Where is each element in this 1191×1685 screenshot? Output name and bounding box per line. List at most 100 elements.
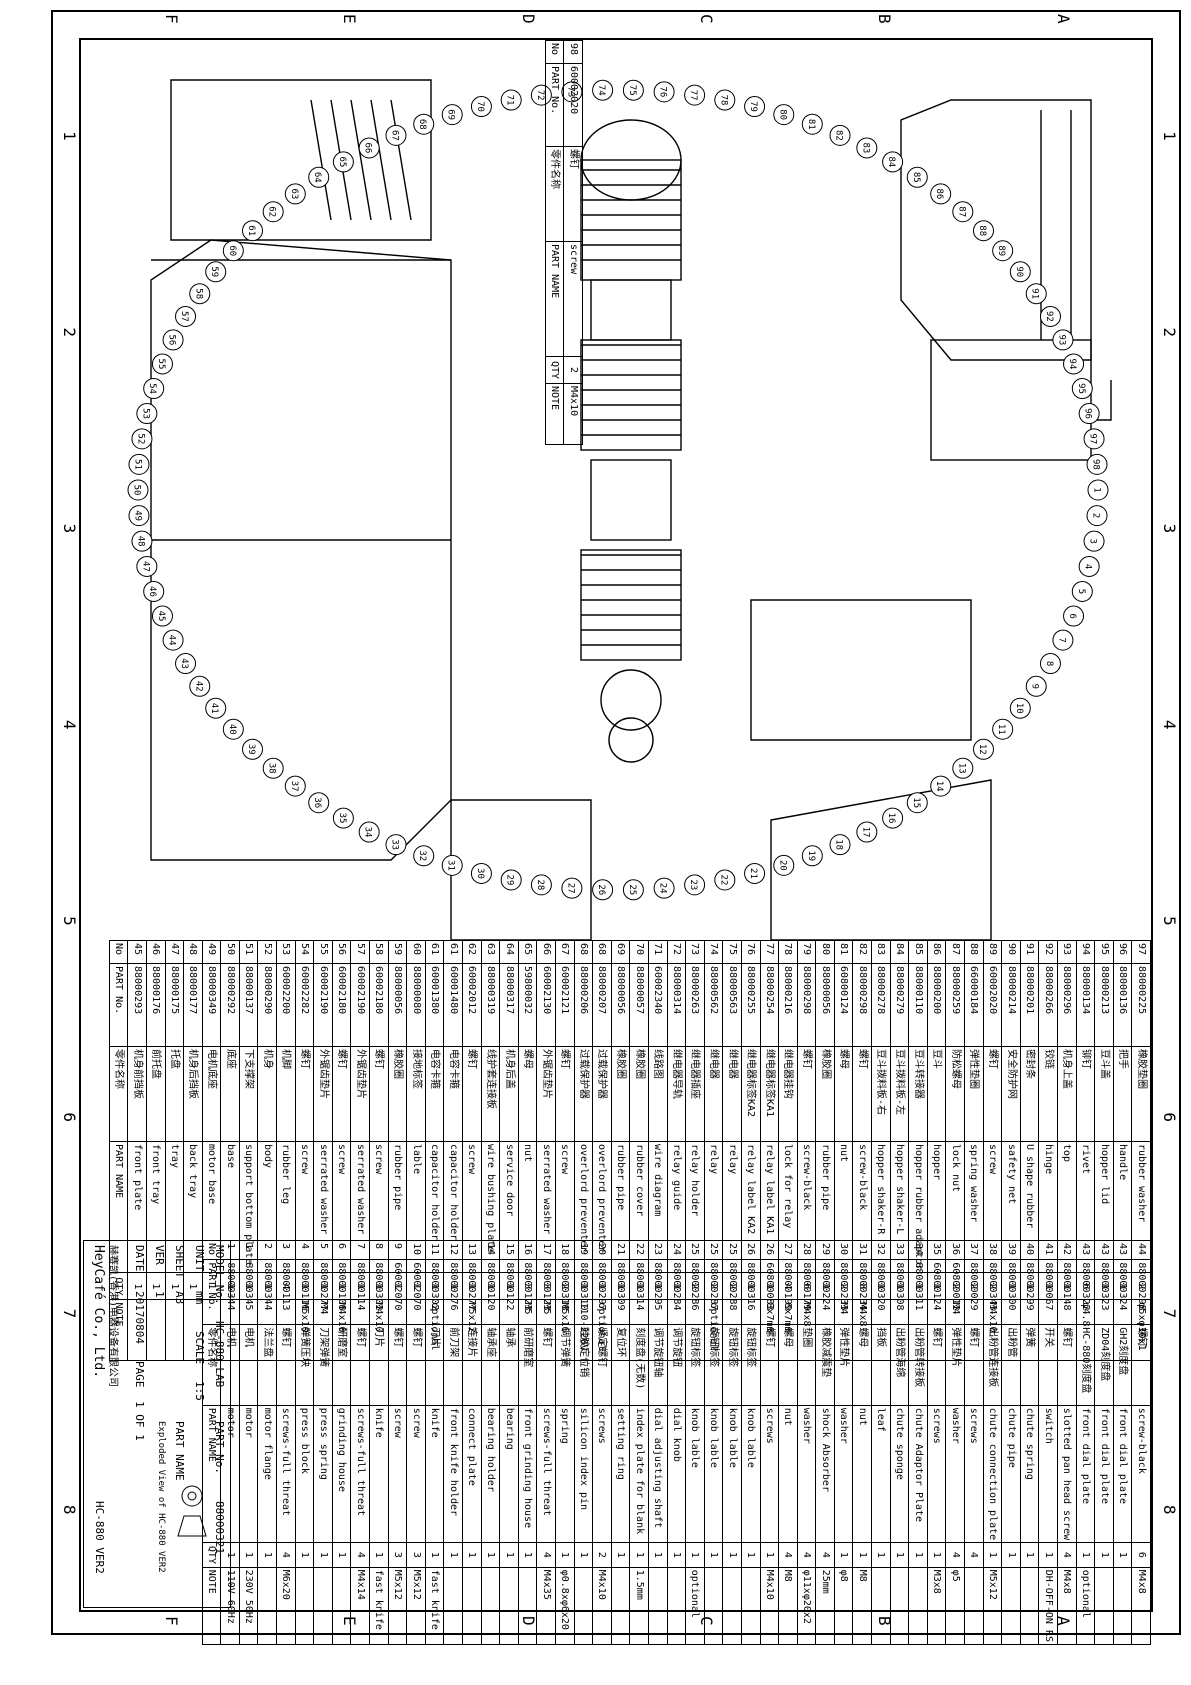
table-cell: 35: [927, 1240, 946, 1260]
table-cell: 螺钉: [760, 1324, 779, 1406]
table-cell: M5x12: [388, 1567, 407, 1645]
table-cell: 69: [611, 940, 630, 964]
table-cell: 88000318: [555, 1259, 575, 1325]
callout-balloon: [856, 137, 878, 159]
table-cell: M4x10: [760, 1567, 779, 1645]
table-cell: 1: [239, 1240, 258, 1260]
callout-balloon: [773, 854, 795, 876]
table-cell: 24: [667, 1240, 686, 1260]
table-cell: 继电器挂钩: [778, 1046, 798, 1142]
callout-label: 2: [1091, 513, 1101, 518]
callout-balloon: [952, 201, 974, 223]
callout-label: 28: [535, 879, 545, 890]
table-cell: 螺钉: [462, 1046, 482, 1142]
table-cell: 88000293: [127, 963, 147, 1047]
zone-number: 1: [60, 131, 79, 141]
table-cell: 88000279: [890, 963, 909, 1047]
table-cell: 88000136: [1113, 963, 1132, 1047]
callout-label: 72: [535, 90, 545, 101]
callout-label: 42: [193, 681, 203, 692]
table-cell: 51: [239, 940, 258, 964]
callout-balloon: [882, 807, 904, 829]
callout-label: 56: [167, 334, 177, 345]
callout-label: 82: [834, 130, 844, 141]
table-cell: 螺钉: [927, 1324, 946, 1406]
table-cell: PART NAME: [545, 241, 564, 357]
table-cell: 88000278: [871, 963, 891, 1047]
table-cell: [574, 1567, 593, 1645]
table-cell: 螺钉: [276, 1324, 296, 1406]
table-cell: front knife holder: [443, 1405, 463, 1543]
table-cell: 37: [964, 1240, 984, 1260]
table-cell: 88000324: [1113, 1259, 1132, 1325]
table-cell: 13: [462, 1240, 482, 1260]
table-cell: 旋钮标签: [741, 1324, 761, 1406]
table-cell: 1: [667, 1542, 686, 1568]
table-cell: 1: [685, 1542, 705, 1568]
table-cell: 76: [741, 940, 761, 964]
callout-label: 21: [748, 868, 758, 879]
table-cell: 60002130: [536, 963, 556, 1047]
table-cell: 螺母: [518, 1046, 537, 1142]
table-cell: 87: [945, 940, 965, 964]
table-cell: 豆斗拨料板-左: [890, 1046, 909, 1142]
table-cell: screws: [760, 1405, 779, 1543]
table-cell: silicon index pin: [574, 1405, 593, 1543]
table-cell: 50: [220, 940, 240, 964]
table-cell: 88000207: [592, 963, 612, 1047]
zone-letter: C: [697, 14, 717, 24]
table-cell: 72: [667, 940, 686, 964]
table-cell: [295, 1567, 314, 1645]
table-cell: [443, 1567, 463, 1645]
table-cell: 旋钮标签: [704, 1324, 723, 1406]
callout-balloon: [714, 89, 736, 111]
callout-label: 44: [167, 635, 177, 646]
table-cell: 出粉管连接板: [983, 1324, 1002, 1406]
callout-balloon: [992, 240, 1014, 262]
table-cell: 88000148: [1057, 1259, 1077, 1325]
table-cell: 连接片: [462, 1324, 482, 1406]
table-cell: 28: [797, 1240, 816, 1260]
callout-balloon: [1083, 530, 1105, 552]
table-cell: 88000297: [592, 1259, 612, 1325]
table-cell: 36: [945, 1240, 965, 1260]
table-cell: 68: [574, 940, 593, 964]
callout-label: 45: [156, 611, 166, 622]
callout-label: 84: [886, 157, 896, 168]
table-cell: screws: [964, 1405, 984, 1543]
table-cell: 25: [685, 1240, 705, 1260]
table-cell: 1: [853, 1542, 872, 1568]
table-cell: grinding house: [332, 1405, 351, 1543]
table-cell: 44: [1131, 1240, 1151, 1260]
zone-number: 2: [1160, 327, 1179, 338]
table-cell: 88000080: [406, 963, 426, 1047]
callout-balloon: [906, 166, 928, 188]
callout-balloon: [930, 183, 952, 205]
callout-balloon: [332, 807, 354, 829]
table-cell: 88000292: [220, 963, 240, 1047]
table-cell: 1: [1094, 1542, 1114, 1568]
table-cell: 88000298: [853, 963, 872, 1047]
table-cell: 1: [499, 1542, 519, 1568]
table-cell: 4: [295, 1240, 314, 1260]
table-cell: 1: [1020, 1542, 1039, 1568]
table-cell: 1: [313, 1542, 333, 1568]
callout-balloon: [1071, 580, 1093, 602]
callout-label: 71: [505, 95, 515, 106]
table-cell: 75: [722, 940, 742, 964]
callout-balloon: [1009, 697, 1031, 719]
table-cell: 88000110: [908, 963, 928, 1047]
table-cell: 94: [1076, 940, 1095, 964]
table-cell: 59800032: [518, 963, 537, 1047]
table-cell: φ0.8xφ6x20: [555, 1567, 575, 1645]
table-cell: M4x10: [592, 1567, 612, 1645]
table-cell: 60001480: [443, 963, 463, 1047]
table-cell: 88000120: [481, 1259, 500, 1325]
title-block: MODEL No. HC-880 LAB PART No. 88000321 U…: [83, 1240, 231, 1608]
table-cell: chute pipe: [1001, 1405, 1021, 1543]
